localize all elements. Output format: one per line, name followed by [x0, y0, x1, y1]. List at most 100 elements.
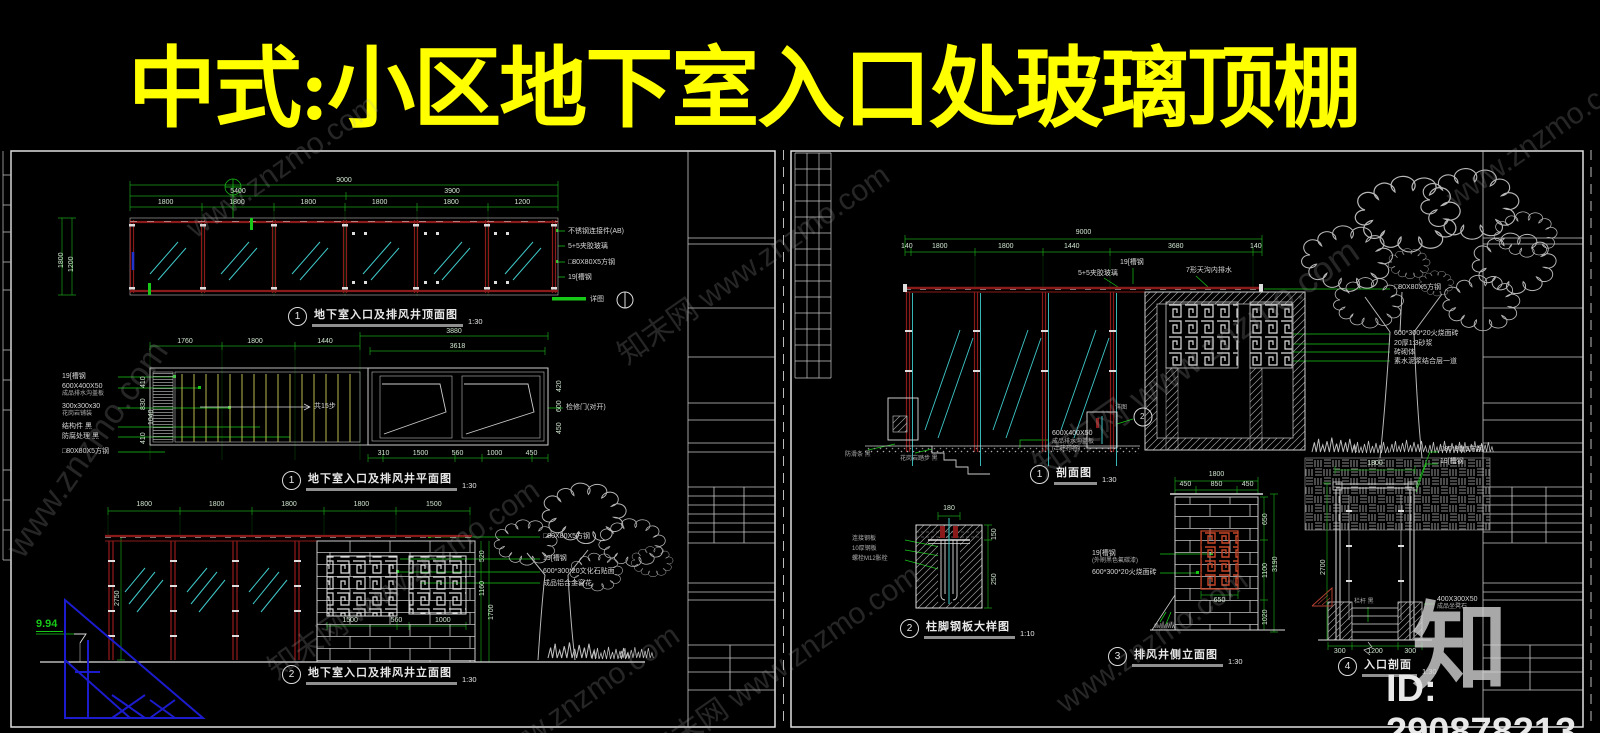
- gutter-label: 600X400X50: [1052, 430, 1093, 437]
- stair-count-note: 共15步: [314, 403, 336, 410]
- stair-label: 花岗岩踏步 黑: [900, 456, 938, 462]
- callout-label: 详图: [590, 296, 604, 303]
- drawing-number-badge: 2: [282, 665, 301, 684]
- dim-label: 1000: [486, 450, 503, 457]
- note-label: 结构件 黑: [62, 423, 92, 430]
- note-label: 600X400X50: [62, 383, 103, 390]
- note-label: (外刷黑色氟碳漆): [1092, 558, 1138, 564]
- dim-label: 9000: [1075, 229, 1092, 236]
- d1-title: 1 地下室入口及排风井顶面图 1:30: [288, 306, 483, 327]
- note-label: 600*300*20火烧面砖: [1394, 330, 1459, 337]
- gutter-label: 成品排水沟盖板: [1052, 439, 1095, 445]
- dim-label: 1800: [58, 252, 65, 268]
- dim-label: 9000: [336, 177, 352, 184]
- note-label: 19[槽钢: [543, 555, 567, 562]
- dim-label: 1800: [229, 199, 245, 206]
- dim-label: 1760: [177, 338, 193, 345]
- r4-detail-linework: [1311, 451, 1438, 656]
- dim-label: 1500: [412, 450, 429, 457]
- note-label: 成品排水沟盖板: [62, 391, 105, 397]
- note-label: 600*300*20文化石贴面: [543, 568, 615, 575]
- r3-dim-total: 1800: [1175, 471, 1258, 478]
- znmo-logo: 知末: [1412, 595, 1514, 702]
- note-label: □80*80*5方钢: [1440, 446, 1484, 453]
- drawing-scale: 1:30: [468, 317, 483, 326]
- rail-note: 栏杆 黑: [1354, 599, 1374, 605]
- note-label: 300x300x30: [62, 403, 101, 410]
- note-label: 连接钢板: [852, 536, 877, 542]
- dim-label: 1800: [1208, 471, 1225, 478]
- r4-dim-top: 1800: [1335, 460, 1415, 467]
- dim-label: 1500: [342, 617, 358, 624]
- note-label: 防腐处理 黑: [62, 433, 99, 440]
- dim-label: 2700: [1320, 559, 1327, 575]
- drawing-number-badge: 4: [1338, 657, 1357, 676]
- dim-label: 1100: [1262, 562, 1269, 578]
- d1-plan-linework: [58, 178, 634, 309]
- note-label: □80X80X5方钢: [568, 259, 616, 266]
- dim-label: 1800: [998, 243, 1014, 250]
- dim-label: 180: [943, 505, 955, 512]
- d2-dim-3618: 3618: [370, 343, 545, 350]
- r3-title: 3 排风井侧立面图 1:30: [1108, 646, 1243, 667]
- dim-label: 600: [556, 400, 563, 412]
- drawing-number-badge: 1: [282, 471, 301, 490]
- dim-label: 1800: [443, 199, 459, 206]
- dim-label: 140: [901, 243, 913, 250]
- dim-label: 560: [390, 617, 403, 624]
- r2-dim-top: 180: [933, 505, 965, 512]
- dim-label: 450: [556, 422, 563, 434]
- d3-title: 2 地下室入口及排风井立面图 1:30: [282, 664, 477, 685]
- dim-label: 250: [991, 573, 998, 585]
- drawing-title: 入口剖面: [1362, 656, 1417, 677]
- drawing-title: 柱脚钢板大样图: [924, 618, 1015, 639]
- drawing-scale: 1:30: [1422, 667, 1437, 676]
- dim-label: 420: [556, 380, 563, 392]
- dim-label: 1200: [1367, 648, 1383, 655]
- note-label: 10厚钢板: [852, 546, 877, 552]
- note-label: 5+5夹胶玻璃: [568, 243, 608, 250]
- note-label: 19[槽钢: [1092, 550, 1116, 557]
- drawing-title: 剖面图: [1054, 464, 1097, 485]
- dim-label: 520: [479, 550, 486, 562]
- note-label: 19[槽钢: [1440, 458, 1464, 465]
- dim-label: 1800: [300, 199, 317, 206]
- drawing-title: 地下室入口及排风井立面图: [306, 664, 457, 685]
- level-mark: 9.94: [36, 618, 64, 632]
- note-label: 砖砌体: [1394, 349, 1415, 356]
- callout-number: 2: [1140, 412, 1145, 421]
- d2-title: 1 地下室入口及排风井平面图 1:30: [282, 470, 477, 491]
- d2-dim-3880: 3880: [360, 328, 548, 335]
- drawing-title: 地下室入口及排风井平面图: [306, 470, 457, 491]
- r1-tree: [1301, 168, 1558, 459]
- note-label: 19[槽钢: [62, 373, 86, 380]
- dim-label: 1440: [1064, 243, 1080, 250]
- drawing-number-badge: 1: [288, 307, 307, 326]
- dim-label: 1440: [317, 338, 333, 345]
- note-label: □80X80X5方钢: [1394, 284, 1442, 291]
- dim-label: 450: [1241, 481, 1254, 488]
- dim-label: 650: [1262, 513, 1269, 525]
- gutter-label: (土建预留): [1052, 446, 1080, 452]
- d3-dim-windows: 1500 560 1000: [327, 617, 466, 624]
- dim-label: 5400: [230, 188, 246, 195]
- note-label: 5+5夹胶玻璃: [1078, 270, 1118, 277]
- note-label: □80X80X5方钢: [62, 448, 110, 455]
- stair-label: 防滑条 黑: [845, 452, 871, 458]
- dim-label: 1800: [371, 199, 388, 206]
- dim-label: 2750: [114, 590, 121, 606]
- dim-label: 1500: [426, 501, 442, 508]
- dim-label: 1800: [136, 501, 152, 508]
- dim-label: 1800: [353, 501, 370, 508]
- note-label: 素水泥浆结合层一道: [1394, 358, 1457, 365]
- d3-elevation-linework: [36, 482, 674, 663]
- dim-label: 140: [1250, 243, 1262, 250]
- dim-label: 1000: [435, 617, 451, 624]
- dim-label: 850: [1210, 481, 1223, 488]
- door-note: 检修门(对开): [566, 404, 606, 411]
